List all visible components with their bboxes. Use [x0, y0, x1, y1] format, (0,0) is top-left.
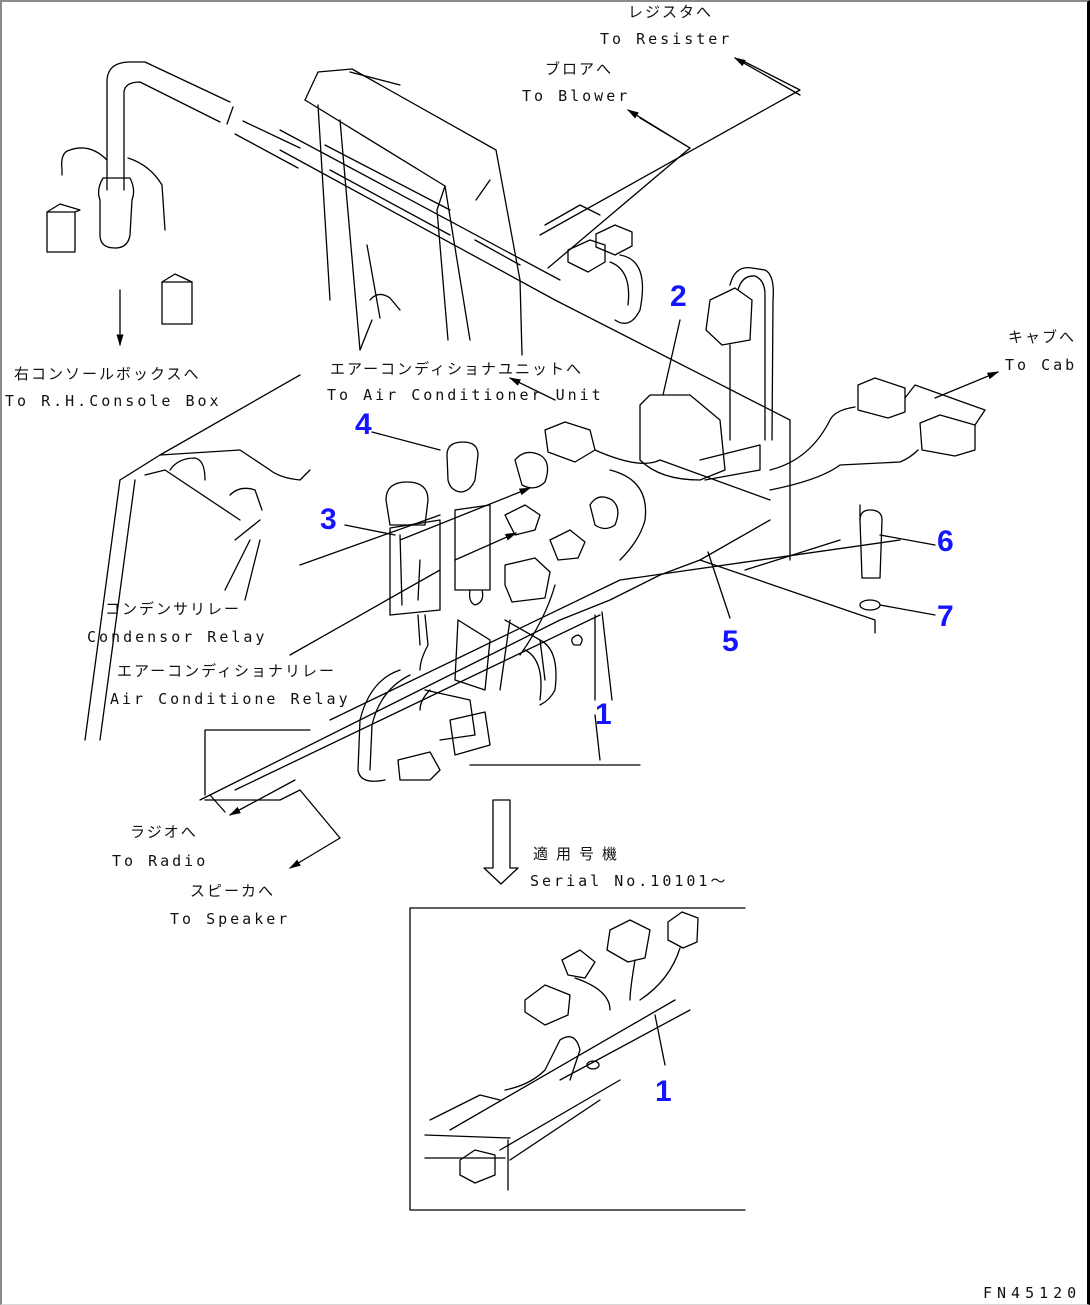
speaker-label-jp: スピーカへ — [190, 882, 276, 900]
inset-detail — [409, 907, 746, 1211]
leader-lines — [289, 319, 936, 701]
callout-4: 4 — [355, 408, 372, 441]
bolt-icon — [859, 509, 883, 579]
callout-3: 3 — [320, 503, 337, 536]
serial-label-jp: 適用号機 — [533, 845, 626, 863]
ac-relay-label-en: Air Conditione Relay — [110, 690, 351, 708]
relay-socket-icon — [446, 441, 479, 493]
callout-2: 2 — [670, 280, 687, 313]
ac-unit-label-en: To Air Conditioner Unit — [327, 386, 604, 404]
ac-unit-body — [304, 68, 523, 356]
resister-label-en: To Resister — [600, 30, 733, 48]
connector-icon — [161, 281, 193, 325]
blower-label-jp: ブロアへ — [545, 60, 614, 78]
drawing-id: FN45120 — [983, 1284, 1082, 1302]
ac-unit-label-jp: エアーコンディショナユニットへ — [330, 360, 584, 378]
callout-1-inset: 1 — [655, 1075, 672, 1108]
speaker-label-en: To Speaker — [170, 910, 291, 928]
radio-label-en: To Radio — [112, 852, 209, 870]
serial-arrow — [483, 799, 519, 885]
console-box-label-jp: 右コンソールボックスへ — [14, 365, 201, 383]
ac-relay-label-jp: エアーコンディショナリレー — [117, 662, 337, 680]
destination-arrows — [209, 57, 801, 869]
condensor-relay-icon — [389, 519, 441, 616]
ac-relay-icon — [454, 504, 491, 591]
connector-icon — [46, 211, 76, 253]
callout-5: 5 — [722, 625, 739, 658]
relay-assembly — [357, 441, 557, 782]
console-deck — [84, 61, 901, 839]
blower-label-en: To Blower — [522, 87, 631, 105]
callout-6: 6 — [937, 525, 954, 558]
console-box-label-en: To R.H.Console Box — [5, 392, 222, 410]
cab-label-en: To Cab — [1005, 356, 1078, 374]
condensor-relay-label-jp: コンデンサリレー — [105, 600, 242, 618]
connectors-center — [499, 224, 771, 691]
resister-label-jp: レジスタへ — [628, 3, 714, 21]
condensor-relay-label-en: Condensor Relay — [87, 628, 268, 646]
callout-7: 7 — [937, 600, 954, 633]
cab-label-jp: キャブへ — [1008, 328, 1077, 346]
ac-sensor-icon — [97, 177, 135, 249]
callout-1: 1 — [595, 698, 612, 731]
radio-label-jp: ラジオへ — [130, 823, 198, 841]
washer-icon — [859, 599, 881, 611]
cab-harness — [639, 266, 1000, 634]
serial-label-en: Serial No.10101～ — [530, 872, 729, 890]
controller-icon — [639, 394, 726, 481]
console-harness — [46, 61, 301, 347]
